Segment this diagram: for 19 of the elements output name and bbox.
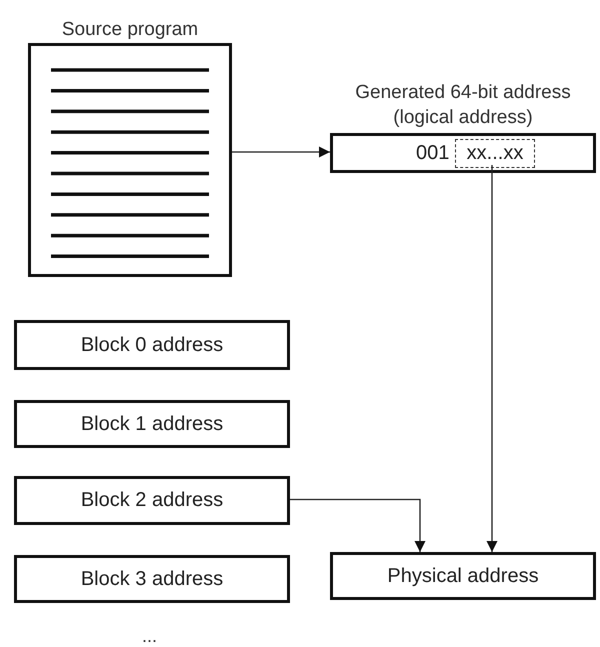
block-box [14,476,290,525]
address-bits-box [455,139,535,168]
box-text: xx...xx [466,142,524,165]
block-box [14,400,290,448]
arrow [486,165,498,552]
box-text: Physical address [387,564,539,588]
box-text: Block 0 address [80,334,224,356]
block-box [14,320,290,370]
arrow [232,146,330,158]
box-heading: Source program [60,18,200,42]
ellipsis-note: ... [142,626,158,647]
box-heading: Generated 64-bit address (logical address) [354,81,572,130]
box-text: Block 3 address [80,568,224,590]
box-text: Block 2 address [80,489,224,512]
box-text: Block 1 address [80,412,224,436]
arrow [290,498,426,552]
address-box [330,552,596,600]
block-box [14,555,290,603]
box-text: 001 [416,142,450,164]
